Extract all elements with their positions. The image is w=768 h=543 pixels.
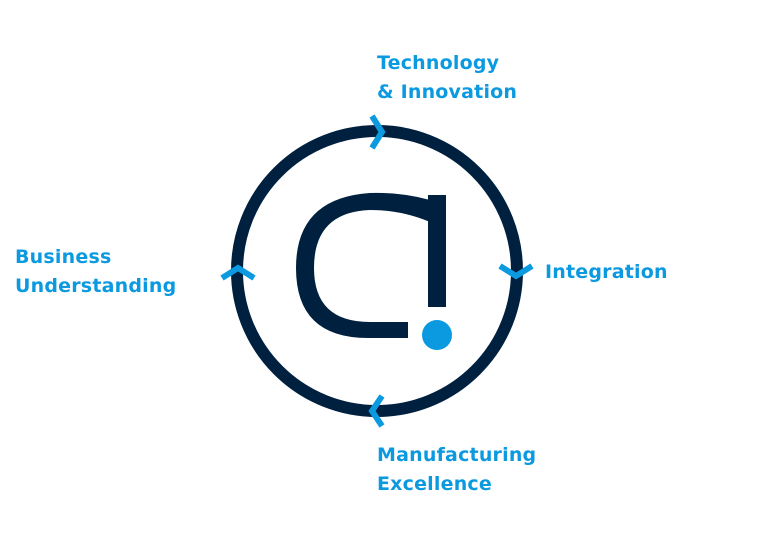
stage-label-business-understanding: Business Understanding — [15, 243, 176, 301]
cycle-ring — [231, 125, 523, 417]
stage-label-line1: Technology — [377, 52, 500, 74]
stage-label-manufacturing-excellence: Manufacturing Excellence — [377, 441, 536, 499]
stage-label-line1: Manufacturing — [377, 444, 537, 466]
letter-a-logo-icon — [296, 192, 452, 350]
chevron-left-icon — [368, 394, 385, 428]
stage-label-line2: & Innovation — [377, 81, 518, 103]
stage-label-line1: Integration — [545, 261, 668, 283]
stage-label-line2: Excellence — [377, 473, 492, 495]
stage-label-line2: Understanding — [15, 275, 177, 297]
chevron-down-icon — [498, 263, 534, 280]
stage-label-technology-innovation: Technology & Innovation — [377, 49, 517, 107]
chevron-up-icon — [220, 264, 256, 281]
stage-label-integration: Integration — [545, 258, 668, 287]
chevron-right-icon — [369, 114, 386, 150]
stage-label-line1: Business — [15, 246, 112, 268]
